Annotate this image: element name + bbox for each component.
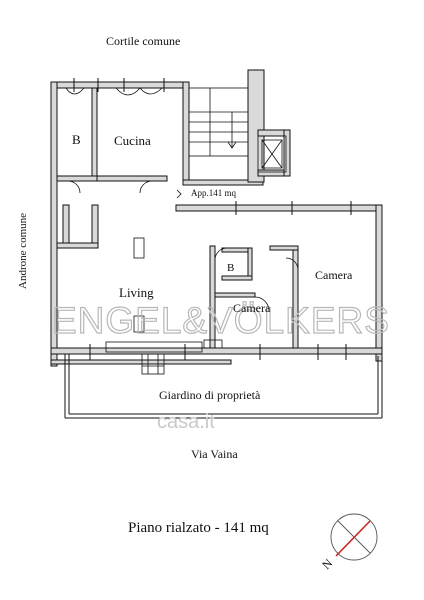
living-fixtures [133,237,223,349]
site-watermark: casa.it [157,411,215,433]
bath-label: B [72,132,81,147]
bedroom-label-2: Camera [315,268,353,282]
compass-needle [335,520,371,557]
compass-circle [330,513,378,561]
courtyard-label: Cortile comune [106,34,180,48]
kitchen-label: Cucina [114,133,151,148]
windows [65,78,352,375]
bedroom-label-1: Camera [233,301,271,315]
north-label: N [319,556,335,572]
brand-watermark: ENGEL&VÖLKERS [52,300,390,341]
interior-walls [56,69,299,349]
garden-area [64,354,383,419]
common-staircase [188,87,287,173]
street-label: Via Vaina [191,447,238,461]
compass: N [319,513,378,572]
floor-caption: Piano rialzato - 141 mq [128,520,269,536]
doors [67,180,299,312]
living-label: Living [119,285,154,300]
garden-label: Giardino di proprietà [159,388,261,402]
hallway-label: Androne comune [17,213,29,289]
apartment-size-label: App.141 mq [191,188,237,198]
bath-label-2: B [227,262,234,274]
